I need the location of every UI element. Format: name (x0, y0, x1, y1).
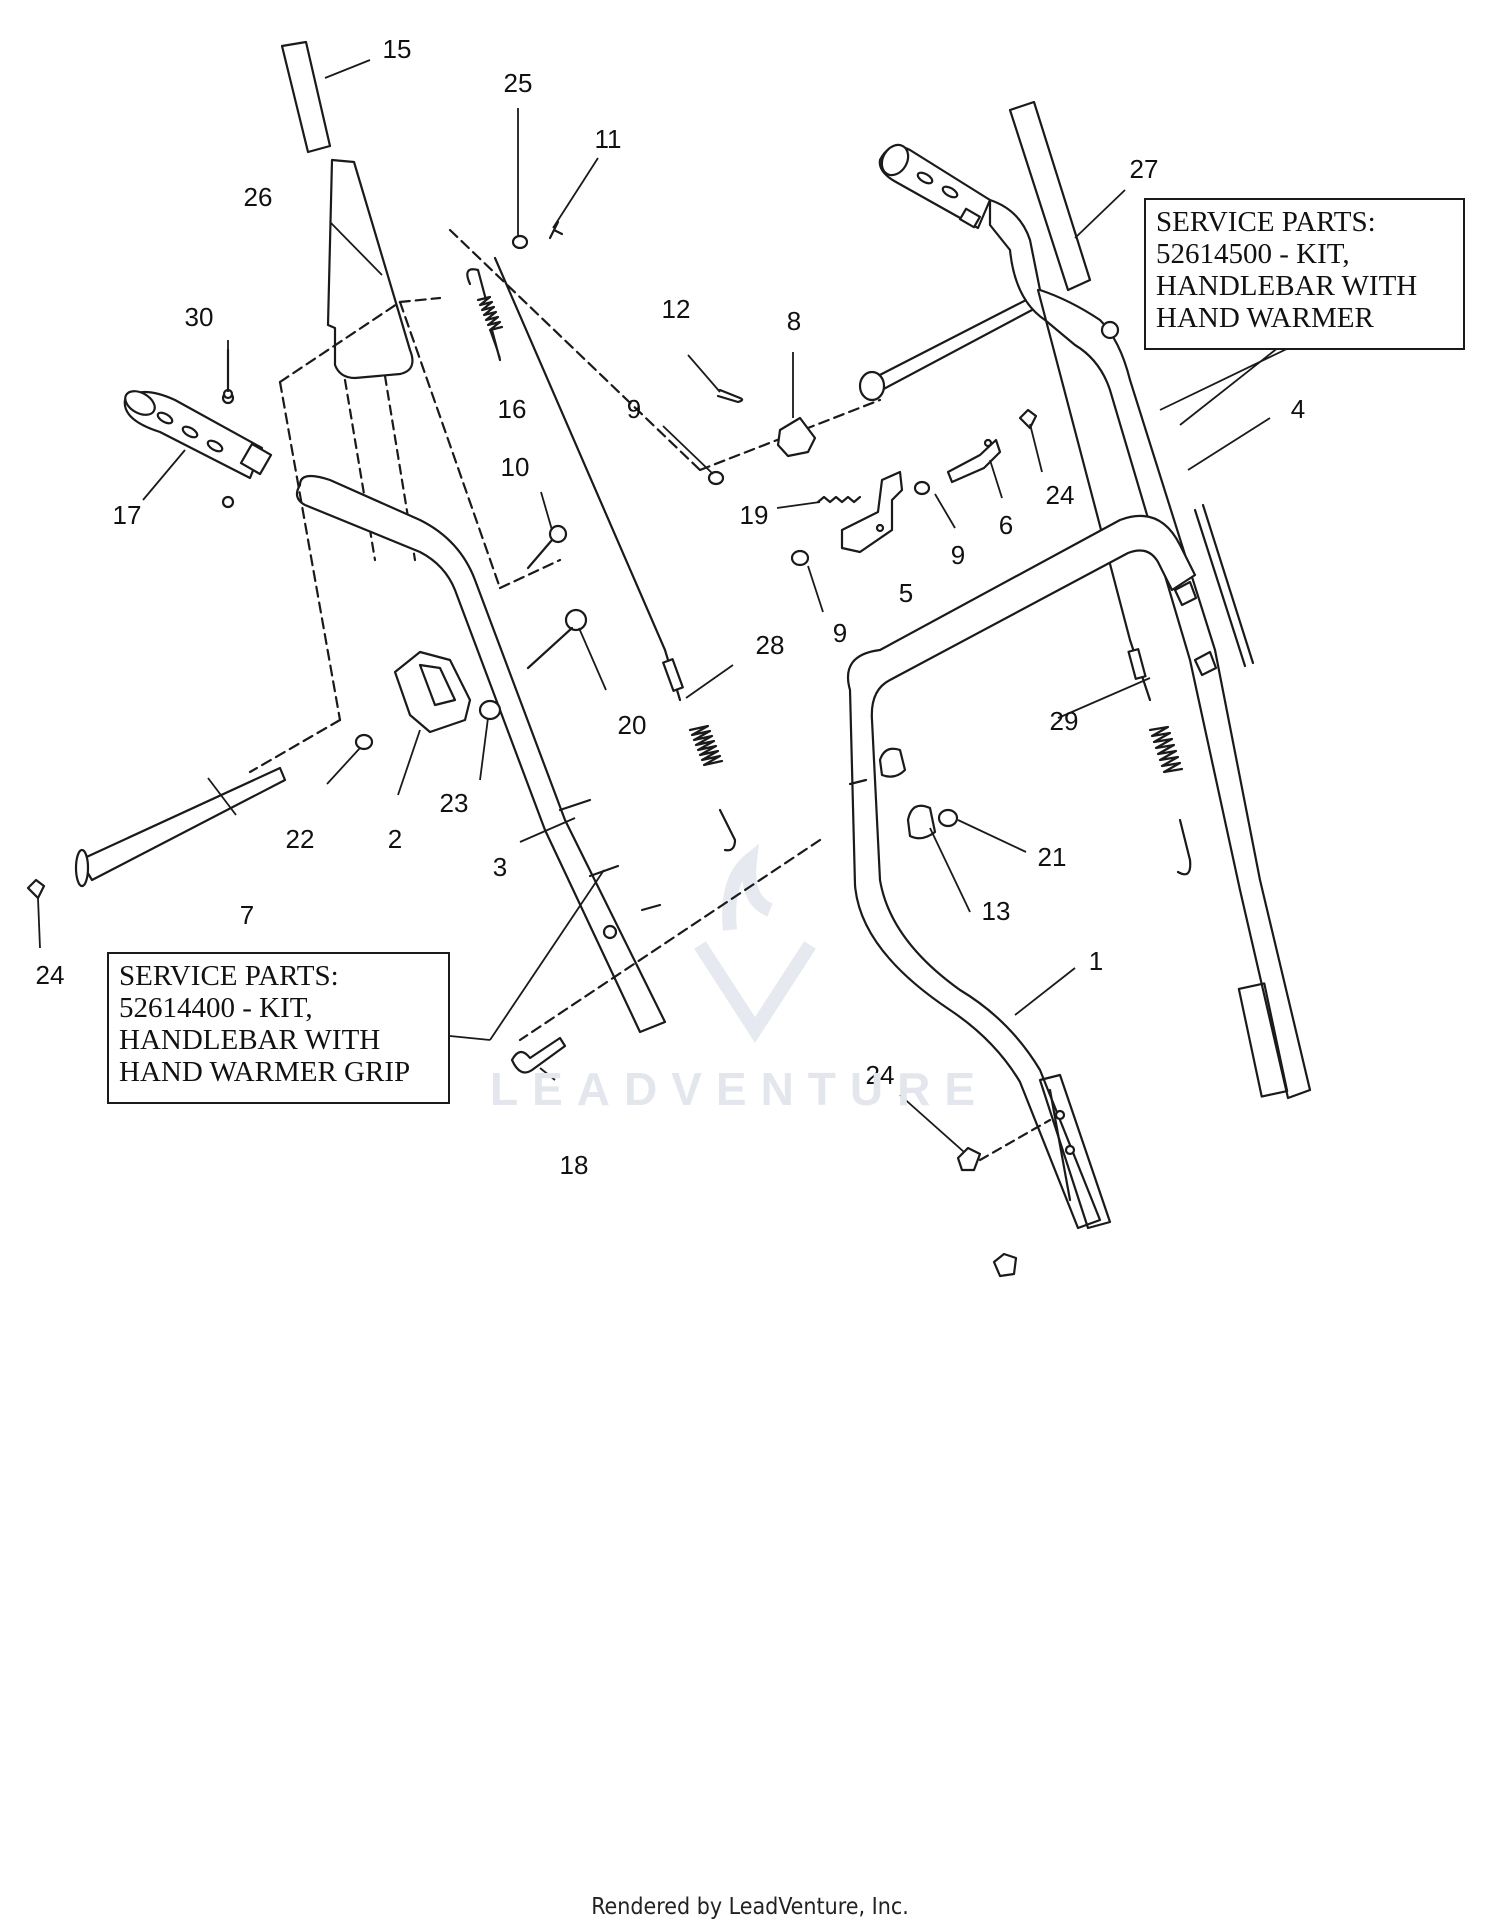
part-24-bolt-right (1018, 408, 1038, 430)
callout-20: 21 (1038, 842, 1067, 872)
callout-9c: 9 (833, 618, 847, 648)
callout-26: 26 (244, 182, 273, 212)
callout-29: 29 (1050, 706, 1079, 736)
callout-7: 7 (240, 900, 254, 930)
part-18-pin (510, 1036, 567, 1074)
part-7-rod (78, 766, 287, 882)
footer-credit: Rendered by LeadVenture, Inc. (591, 1894, 909, 1920)
part-27-grip-cover (1008, 100, 1092, 292)
part-1-knob (878, 747, 907, 778)
callout-17: 19 (740, 500, 769, 530)
callout-5: 5 (899, 578, 913, 608)
callout-13: 13 (982, 896, 1011, 926)
part-3-left-handlebar (295, 474, 667, 1034)
service-parts-box-right: SERVICE PARTS: 52614500 - KIT, HANDLEBAR… (1144, 198, 1465, 350)
callout-27: 27 (1130, 154, 1159, 184)
service-box-left-line-4: HAND WARMER GRIP (119, 1056, 411, 1088)
service-box-right-line-2: 52614500 - KIT, (1156, 238, 1350, 270)
part-28-spring (688, 724, 737, 852)
callout-12: 12 (662, 294, 691, 324)
part-9-washer-c (790, 549, 810, 567)
part-9-washer-b (913, 480, 931, 496)
callout-19: 20 (618, 710, 647, 740)
part-1-lower-handlebar (846, 514, 1197, 1230)
callout-30: 30 (185, 302, 214, 332)
bolt-bottom (992, 1252, 1018, 1278)
callout-2: 2 (388, 824, 402, 854)
callout-23: 24 (866, 1060, 895, 1090)
callout-1: 1 (1089, 946, 1103, 976)
callout-24b: 24 (36, 960, 65, 990)
cross-rod (868, 296, 1034, 394)
part-14-grip-cover (280, 40, 332, 154)
callout-16: 16 (498, 394, 527, 424)
service-box-right-line-4: HAND WARMER (1156, 302, 1374, 334)
service-box-left-line-3: HANDLEBAR WITH (119, 1024, 381, 1056)
part-19-knob (564, 608, 588, 632)
part-21-washer (354, 733, 374, 751)
callout-6: 6 (999, 510, 1013, 540)
right-heated-grip (878, 143, 992, 230)
callout-labels: 15 25 11 26 30 12 8 9 16 10 17 19 6 24 9… (36, 34, 1306, 1180)
callout-9b: 9 (951, 540, 965, 570)
service-box-right-line-3: HANDLEBAR WITH (1156, 270, 1418, 302)
part-26-bracket (326, 158, 414, 380)
part-9-washer-a (707, 470, 725, 486)
callout-22: 23 (440, 788, 469, 818)
callout-10: 10 (501, 452, 530, 482)
callout-4: 4 (1291, 394, 1305, 424)
part-11-pin (548, 220, 564, 240)
part-23-bolt (956, 1146, 982, 1172)
callout-9a: 9 (627, 394, 641, 424)
callout-24a: 24 (1046, 480, 1075, 510)
callout-8: 8 (787, 306, 801, 336)
part-22-nut (478, 699, 502, 721)
part-25-washer (511, 234, 529, 250)
part-10-pin (548, 524, 568, 544)
part-15-heated-grip (123, 390, 273, 480)
part-1-lower-tab (1038, 1073, 1112, 1230)
callout-25: 25 (504, 68, 533, 98)
service-box-left-line-2: 52614400 - KIT, (119, 992, 313, 1024)
callout-28: 28 (756, 630, 785, 660)
rod-knob (858, 370, 886, 402)
callout-3: 3 (493, 852, 507, 882)
watermark-text: LEADVENTURE (490, 1063, 990, 1115)
part-20-washer (937, 808, 959, 828)
callout-15: 17 (113, 500, 142, 530)
callout-18: 18 (560, 1150, 589, 1180)
part-5-bracket (840, 470, 904, 554)
callout-11: 11 (595, 124, 622, 154)
watermark-logo (694, 843, 816, 1043)
part-12-clip (716, 388, 744, 404)
service-box-left-line-1: SERVICE PARTS: (119, 960, 339, 992)
part-6-pin (946, 438, 1002, 484)
part-2-control-housing (393, 650, 472, 734)
part-29-spring (1148, 725, 1192, 876)
service-box-right-line-1: SERVICE PARTS: (1156, 206, 1376, 238)
service-parts-box-left: SERVICE PARTS: 52614400 - KIT, HANDLEBAR… (107, 952, 450, 1104)
part-8-knob (776, 416, 817, 458)
part-13-knob (906, 804, 937, 840)
part-4-right-handlebar (988, 198, 1312, 1100)
callout-21: 22 (286, 824, 315, 854)
part-24-bolt-left (26, 878, 46, 900)
part-17-spring (816, 495, 862, 504)
callout-14: 15 (383, 34, 412, 64)
